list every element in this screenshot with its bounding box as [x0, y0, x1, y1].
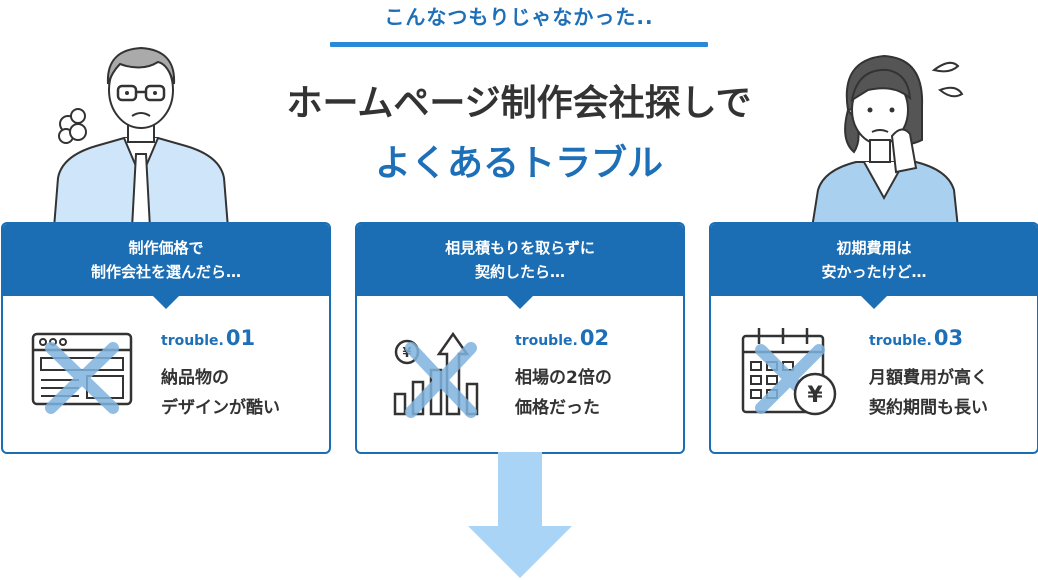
- trouble-card-2: 相見積もりを取らずに 契約したら… ¥ trouble.02 相場の2倍の 価格…: [355, 222, 685, 454]
- page-title-line2: よくあるトラブル: [374, 143, 663, 184]
- page-title: ホームページ制作会社探しで よくあるトラブル: [230, 74, 808, 194]
- trouble-description: 月額費用が高く 契約期間も長い: [869, 363, 1029, 423]
- description-line1: 相場の2倍の: [515, 368, 612, 388]
- trouble-prefix: trouble.: [161, 333, 224, 349]
- yen-symbol: ¥: [402, 346, 411, 361]
- description-line2: 契約期間も長い: [869, 398, 988, 418]
- calendar-yen-icon: ¥: [741, 328, 837, 416]
- card-header-line1: 相見積もりを取らずに: [445, 239, 595, 257]
- trouble-label: trouble.03: [869, 324, 1029, 355]
- card-header: 制作価格で 制作会社を選んだら…: [3, 224, 329, 296]
- card-header-line2: 安かったけど…: [821, 263, 927, 281]
- subtitle: こんなつもりじゃなかった..: [384, 5, 654, 29]
- trouble-description: 相場の2倍の 価格だった: [515, 363, 675, 423]
- card-header-line1: 初期費用は: [836, 239, 912, 257]
- yen-symbol: ¥: [807, 383, 823, 408]
- down-arrow-icon: [468, 452, 572, 578]
- trouble-number: 03: [933, 326, 964, 350]
- trouble-label: trouble.01: [161, 324, 321, 355]
- worried-businessman-icon: [52, 46, 230, 228]
- description-line1: 月額費用が高く: [869, 368, 988, 388]
- trouble-label: trouble.02: [515, 324, 675, 355]
- trouble-prefix: trouble.: [515, 333, 578, 349]
- subtitle-underline: [330, 42, 708, 47]
- trouble-prefix: trouble.: [869, 333, 932, 349]
- description-line2: デザインが酷い: [161, 398, 280, 418]
- description-line1: 納品物の: [161, 368, 229, 388]
- trouble-card-1: 制作価格で 制作会社を選んだら… trouble.01 納品物の デザインが酷い: [1, 222, 331, 454]
- trouble-description: 納品物の デザインが酷い: [161, 363, 321, 423]
- card-header-line2: 契約したら…: [474, 263, 565, 281]
- trouble-number: 01: [225, 326, 256, 350]
- card-header: 初期費用は 安かったけど…: [711, 224, 1037, 296]
- rising-price-chart-icon: ¥: [393, 331, 479, 418]
- description-line2: 価格だった: [515, 398, 600, 418]
- card-header-line1: 制作価格で: [128, 239, 204, 257]
- browser-window-icon: [31, 332, 133, 414]
- worried-businesswoman-icon: [810, 54, 964, 228]
- card-header-line2: 制作会社を選んだら…: [90, 263, 241, 281]
- card-header: 相見積もりを取らずに 契約したら…: [357, 224, 683, 296]
- page-title-line1: ホームページ制作会社探しで: [286, 83, 752, 124]
- trouble-card-3: 初期費用は 安かったけど… ¥ trouble.03 月額費用が高く 契約期間も…: [709, 222, 1038, 454]
- trouble-number: 02: [579, 326, 610, 350]
